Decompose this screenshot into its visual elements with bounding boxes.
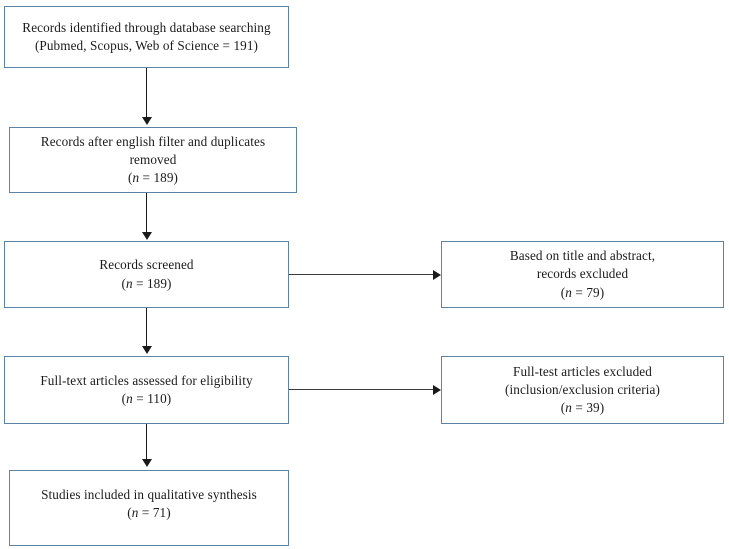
box-records-identified-line1: Records identified through database sear… [22, 19, 271, 35]
n-symbol: n [131, 505, 139, 520]
box-excluded-fulltext: Full-test articles excluded (inclusion/e… [441, 356, 724, 424]
arrow-eligibility-to-excluded-line [289, 389, 435, 390]
n-symbol: n [125, 275, 133, 291]
arrow-eligibility-to-included-head [141, 459, 152, 467]
box-records-identified-text: Records identified through database sear… [16, 19, 276, 55]
box-records-screened: Records screened (n = 189) [4, 241, 289, 308]
arrow-filter-to-screened-line [146, 193, 147, 235]
arrow-screened-to-eligibility-line [146, 308, 147, 349]
box-records-after-filter-count: (n = 189) [41, 169, 265, 187]
box-excluded-fulltext-line2: (inclusion/exclusion criteria) [505, 381, 660, 397]
box-excluded-title-abstract-line2: records excluded [536, 266, 629, 282]
arrow-eligibility-to-excluded-head [433, 385, 441, 395]
n-value: = 79) [571, 284, 605, 300]
box-fulltext-eligibility: Full-text articles assessed for eligibil… [4, 356, 289, 424]
box-records-screened-count: (n = 189) [99, 275, 193, 293]
box-studies-included-line1: Studies included in qualitative synthesi… [41, 486, 257, 502]
arrow-screened-to-excluded-line [289, 274, 435, 275]
paren-open: ( [127, 505, 132, 520]
arrow-identification-to-filter-line [146, 68, 147, 120]
box-studies-included-text: Studies included in qualitative synthesi… [35, 486, 263, 522]
n-symbol: n [565, 400, 572, 416]
paren-open: ( [560, 400, 566, 416]
box-excluded-title-abstract-line1: Based on title and abstract, [509, 248, 656, 264]
arrow-identification-to-filter-head [141, 117, 152, 125]
n-value: = 189) [132, 275, 172, 291]
box-fulltext-eligibility-text: Full-text articles assessed for eligibil… [34, 372, 258, 408]
arrow-screened-to-eligibility-head [141, 346, 152, 354]
n-value: = 110) [132, 391, 172, 406]
n-value: = 189) [139, 170, 179, 186]
n-value: = 71) [138, 505, 171, 520]
box-records-after-filter-line1: Records after english filter and duplica… [40, 133, 266, 149]
arrow-screened-to-excluded-head [433, 270, 441, 280]
box-fulltext-eligibility-count: (n = 110) [40, 390, 252, 408]
arrow-filter-to-screened-head [141, 232, 152, 240]
box-excluded-fulltext-count: (n = 39) [505, 399, 660, 417]
box-studies-included: Studies included in qualitative synthesi… [9, 470, 289, 546]
paren-open: ( [121, 391, 127, 406]
n-value: = 39) [571, 400, 605, 416]
box-studies-included-count: (n = 71) [41, 504, 257, 522]
paren-open: ( [560, 284, 566, 300]
n-symbol: n [565, 284, 572, 300]
box-records-after-filter-text: Records after english filter and duplica… [35, 133, 271, 188]
box-excluded-title-abstract-count: (n = 79) [510, 284, 655, 302]
box-records-screened-line1: Records screened [99, 257, 194, 273]
arrow-eligibility-to-included-line [146, 424, 147, 462]
box-excluded-fulltext-text: Full-test articles excluded (inclusion/e… [499, 363, 666, 418]
n-symbol: n [126, 391, 133, 406]
paren-open: ( [127, 170, 133, 186]
box-fulltext-eligibility-line1: Full-text articles assessed for eligibil… [40, 372, 253, 388]
box-records-identified: Records identified through database sear… [4, 6, 289, 68]
paren-open: ( [121, 275, 126, 291]
box-records-screened-text: Records screened (n = 189) [93, 256, 199, 292]
box-records-identified-line2: (Pubmed, Scopus, Web of Science = 191) [34, 38, 259, 53]
box-excluded-title-abstract: Based on title and abstract, records exc… [441, 241, 724, 308]
box-excluded-title-abstract-text: Based on title and abstract, records exc… [504, 247, 661, 302]
box-records-after-filter: Records after english filter and duplica… [9, 127, 297, 193]
n-symbol: n [132, 170, 140, 186]
box-records-after-filter-line2: removed [129, 151, 177, 167]
box-excluded-fulltext-line1: Full-test articles excluded [513, 363, 652, 379]
